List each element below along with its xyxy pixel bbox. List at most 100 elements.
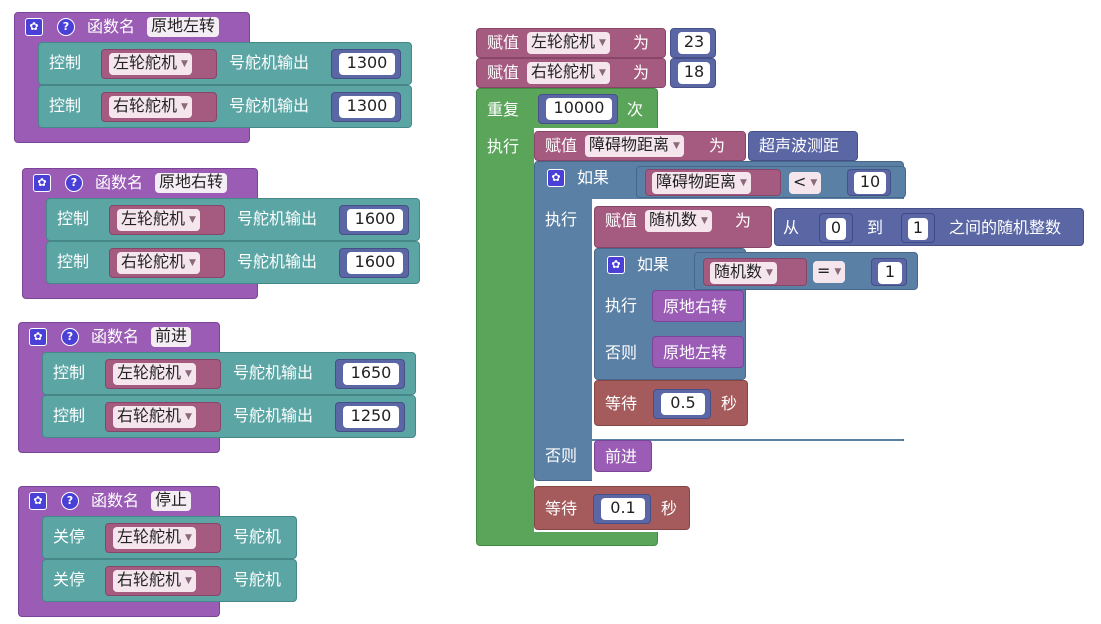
ultrasonic-label: 超声波测距 [759, 136, 840, 155]
number-block[interactable]: 1300 [331, 92, 401, 122]
help-icon[interactable]: ? [61, 328, 79, 346]
servo-dropdown[interactable]: 右轮舵机▼ [117, 252, 200, 274]
wait-block[interactable]: 等待 0.1 秒 [534, 486, 690, 530]
variable-block[interactable]: 随机数▼ [703, 258, 807, 286]
variable-block[interactable]: 障碍物距离▼ [645, 169, 781, 196]
number-input[interactable]: 10 [854, 172, 886, 194]
servo-dropdown[interactable]: 左轮舵机▼ [113, 527, 196, 549]
as-label: 为 [633, 33, 650, 52]
function-name-label: 函数名 [91, 491, 140, 510]
gear-icon[interactable]: ✿ [547, 169, 565, 187]
wait-value-input[interactable]: 0.1 [601, 498, 645, 520]
wait-block[interactable]: 等待 0.5 秒 [594, 380, 748, 426]
gear-icon[interactable]: ✿ [25, 18, 43, 36]
servo-dropdown[interactable]: 右轮舵机▼ [109, 96, 192, 118]
servo-value-input[interactable]: 1300 [339, 53, 395, 75]
servo-var-block[interactable]: 左轮舵机▼ [101, 49, 217, 79]
repeat-count-input[interactable]: 10000 [546, 98, 612, 120]
call-turn-right-block[interactable]: 原地右转 [652, 290, 744, 322]
number-block[interactable]: 1250 [335, 402, 405, 432]
servo-value-input[interactable]: 1250 [343, 406, 399, 428]
seconds-label: 秒 [661, 499, 678, 518]
variable-dropdown[interactable]: 障碍物距离▼ [652, 172, 751, 194]
number-block[interactable]: 1 [871, 258, 907, 286]
to-label: 到 [867, 218, 884, 237]
function-name-field[interactable]: 前进 [151, 327, 192, 347]
assign-block[interactable]: 赋值 随机数▼ 为 [594, 206, 772, 248]
gear-icon[interactable]: ✿ [29, 328, 47, 346]
assign-label: 赋值 [605, 211, 638, 230]
servo-var-block[interactable]: 左轮舵机▼ [105, 523, 221, 553]
number-input[interactable]: 18 [678, 62, 710, 84]
servo-stop-row[interactable]: 关停 右轮舵机▼ 号舵机 [42, 559, 297, 602]
variable-dropdown[interactable]: 随机数▼ [645, 210, 712, 232]
min-input[interactable]: 0 [826, 218, 846, 240]
servo-dropdown[interactable]: 右轮舵机▼ [113, 570, 196, 592]
number-block[interactable]: 1300 [331, 49, 401, 79]
number-block[interactable]: 10 [847, 169, 891, 196]
gear-icon[interactable]: ✿ [33, 174, 51, 192]
servo-value-input[interactable]: 1600 [347, 209, 403, 231]
help-icon[interactable]: ? [65, 174, 83, 192]
servo-value-input[interactable]: 1300 [339, 96, 395, 118]
number-block[interactable]: 1600 [339, 205, 409, 235]
ultrasonic-sensor-block[interactable]: 超声波测距 [748, 131, 858, 161]
servo-dropdown[interactable]: 左轮舵机▼ [117, 209, 200, 231]
servo-var-block[interactable]: 右轮舵机▼ [109, 248, 225, 278]
servo-control-row[interactable]: 控制 右轮舵机▼ 号舵机输出 1300 [38, 85, 412, 128]
assign-block[interactable]: 赋值 右轮舵机▼ 为 [476, 58, 666, 88]
number-input[interactable]: 1 [878, 262, 902, 284]
servo-var-block[interactable]: 右轮舵机▼ [105, 402, 221, 432]
servo-stop-row[interactable]: 关停 左轮舵机▼ 号舵机 [42, 516, 297, 559]
servo-control-row[interactable]: 控制 右轮舵机▼ 号舵机输出 1600 [46, 241, 420, 284]
random-integer-block[interactable]: 从 0 到 1 之间的随机整数 [774, 208, 1084, 246]
gear-icon[interactable]: ✿ [29, 492, 47, 510]
variable-dropdown[interactable]: 障碍物距离▼ [585, 135, 684, 157]
help-icon[interactable]: ? [57, 18, 75, 36]
max-input[interactable]: 1 [908, 218, 928, 240]
number-block[interactable]: 0.5 [653, 389, 711, 419]
compare-block[interactable]: 随机数▼ =▼ 1 [694, 252, 918, 290]
servo-dropdown[interactable]: 右轮舵机▼ [113, 406, 196, 428]
servo-var-block[interactable]: 左轮舵机▼ [105, 359, 221, 389]
servo-control-row[interactable]: 控制 右轮舵机▼ 号舵机输出 1250 [42, 395, 416, 438]
compare-block[interactable]: 障碍物距离▼ <▼ 10 [636, 166, 906, 198]
number-block[interactable]: 10000 [538, 94, 618, 124]
servo-control-row[interactable]: 控制 左轮舵机▼ 号舵机输出 1650 [42, 352, 416, 395]
servo-value-input[interactable]: 1650 [343, 363, 399, 385]
variable-dropdown[interactable]: 左轮舵机▼ [527, 32, 610, 54]
assign-block[interactable]: 赋值 障碍物距离▼ 为 [534, 131, 746, 161]
control-label: 控制 [53, 406, 86, 425]
servo-dropdown[interactable]: 左轮舵机▼ [109, 53, 192, 75]
else-label: 否则 [605, 343, 638, 362]
number-block[interactable]: 1600 [339, 248, 409, 278]
call-forward-block[interactable]: 前进 [594, 440, 652, 472]
servo-var-block[interactable]: 左轮舵机▼ [109, 205, 225, 235]
servo-control-row[interactable]: 控制 左轮舵机▼ 号舵机输出 1300 [38, 42, 412, 85]
number-block[interactable]: 1 [901, 213, 935, 243]
number-input[interactable]: 23 [678, 32, 710, 54]
number-block[interactable]: 18 [670, 58, 716, 88]
number-block[interactable]: 23 [670, 28, 716, 58]
wait-value-input[interactable]: 0.5 [661, 393, 705, 415]
number-block[interactable]: 1650 [335, 359, 405, 389]
operator-dropdown[interactable]: <▼ [789, 172, 822, 194]
servo-dropdown[interactable]: 左轮舵机▼ [113, 363, 196, 385]
variable-dropdown[interactable]: 随机数▼ [710, 262, 777, 284]
servo-value-input[interactable]: 1600 [347, 252, 403, 274]
number-block[interactable]: 0 [819, 213, 853, 243]
gear-icon[interactable]: ✿ [607, 256, 625, 274]
control-label: 控制 [49, 96, 82, 115]
help-icon[interactable]: ? [61, 492, 79, 510]
call-turn-left-block[interactable]: 原地左转 [652, 336, 744, 368]
variable-dropdown[interactable]: 右轮舵机▼ [527, 62, 610, 84]
servo-control-row[interactable]: 控制 左轮舵机▼ 号舵机输出 1600 [46, 198, 420, 241]
function-name-field[interactable]: 停止 [151, 491, 192, 511]
number-block[interactable]: 0.1 [593, 494, 651, 524]
servo-var-block[interactable]: 右轮舵机▼ [105, 566, 221, 596]
servo-var-block[interactable]: 右轮舵机▼ [101, 92, 217, 122]
function-name-field[interactable]: 原地右转 [155, 173, 228, 193]
function-name-field[interactable]: 原地左转 [147, 17, 220, 37]
operator-dropdown[interactable]: =▼ [813, 261, 846, 283]
assign-block[interactable]: 赋值 左轮舵机▼ 为 [476, 28, 666, 58]
